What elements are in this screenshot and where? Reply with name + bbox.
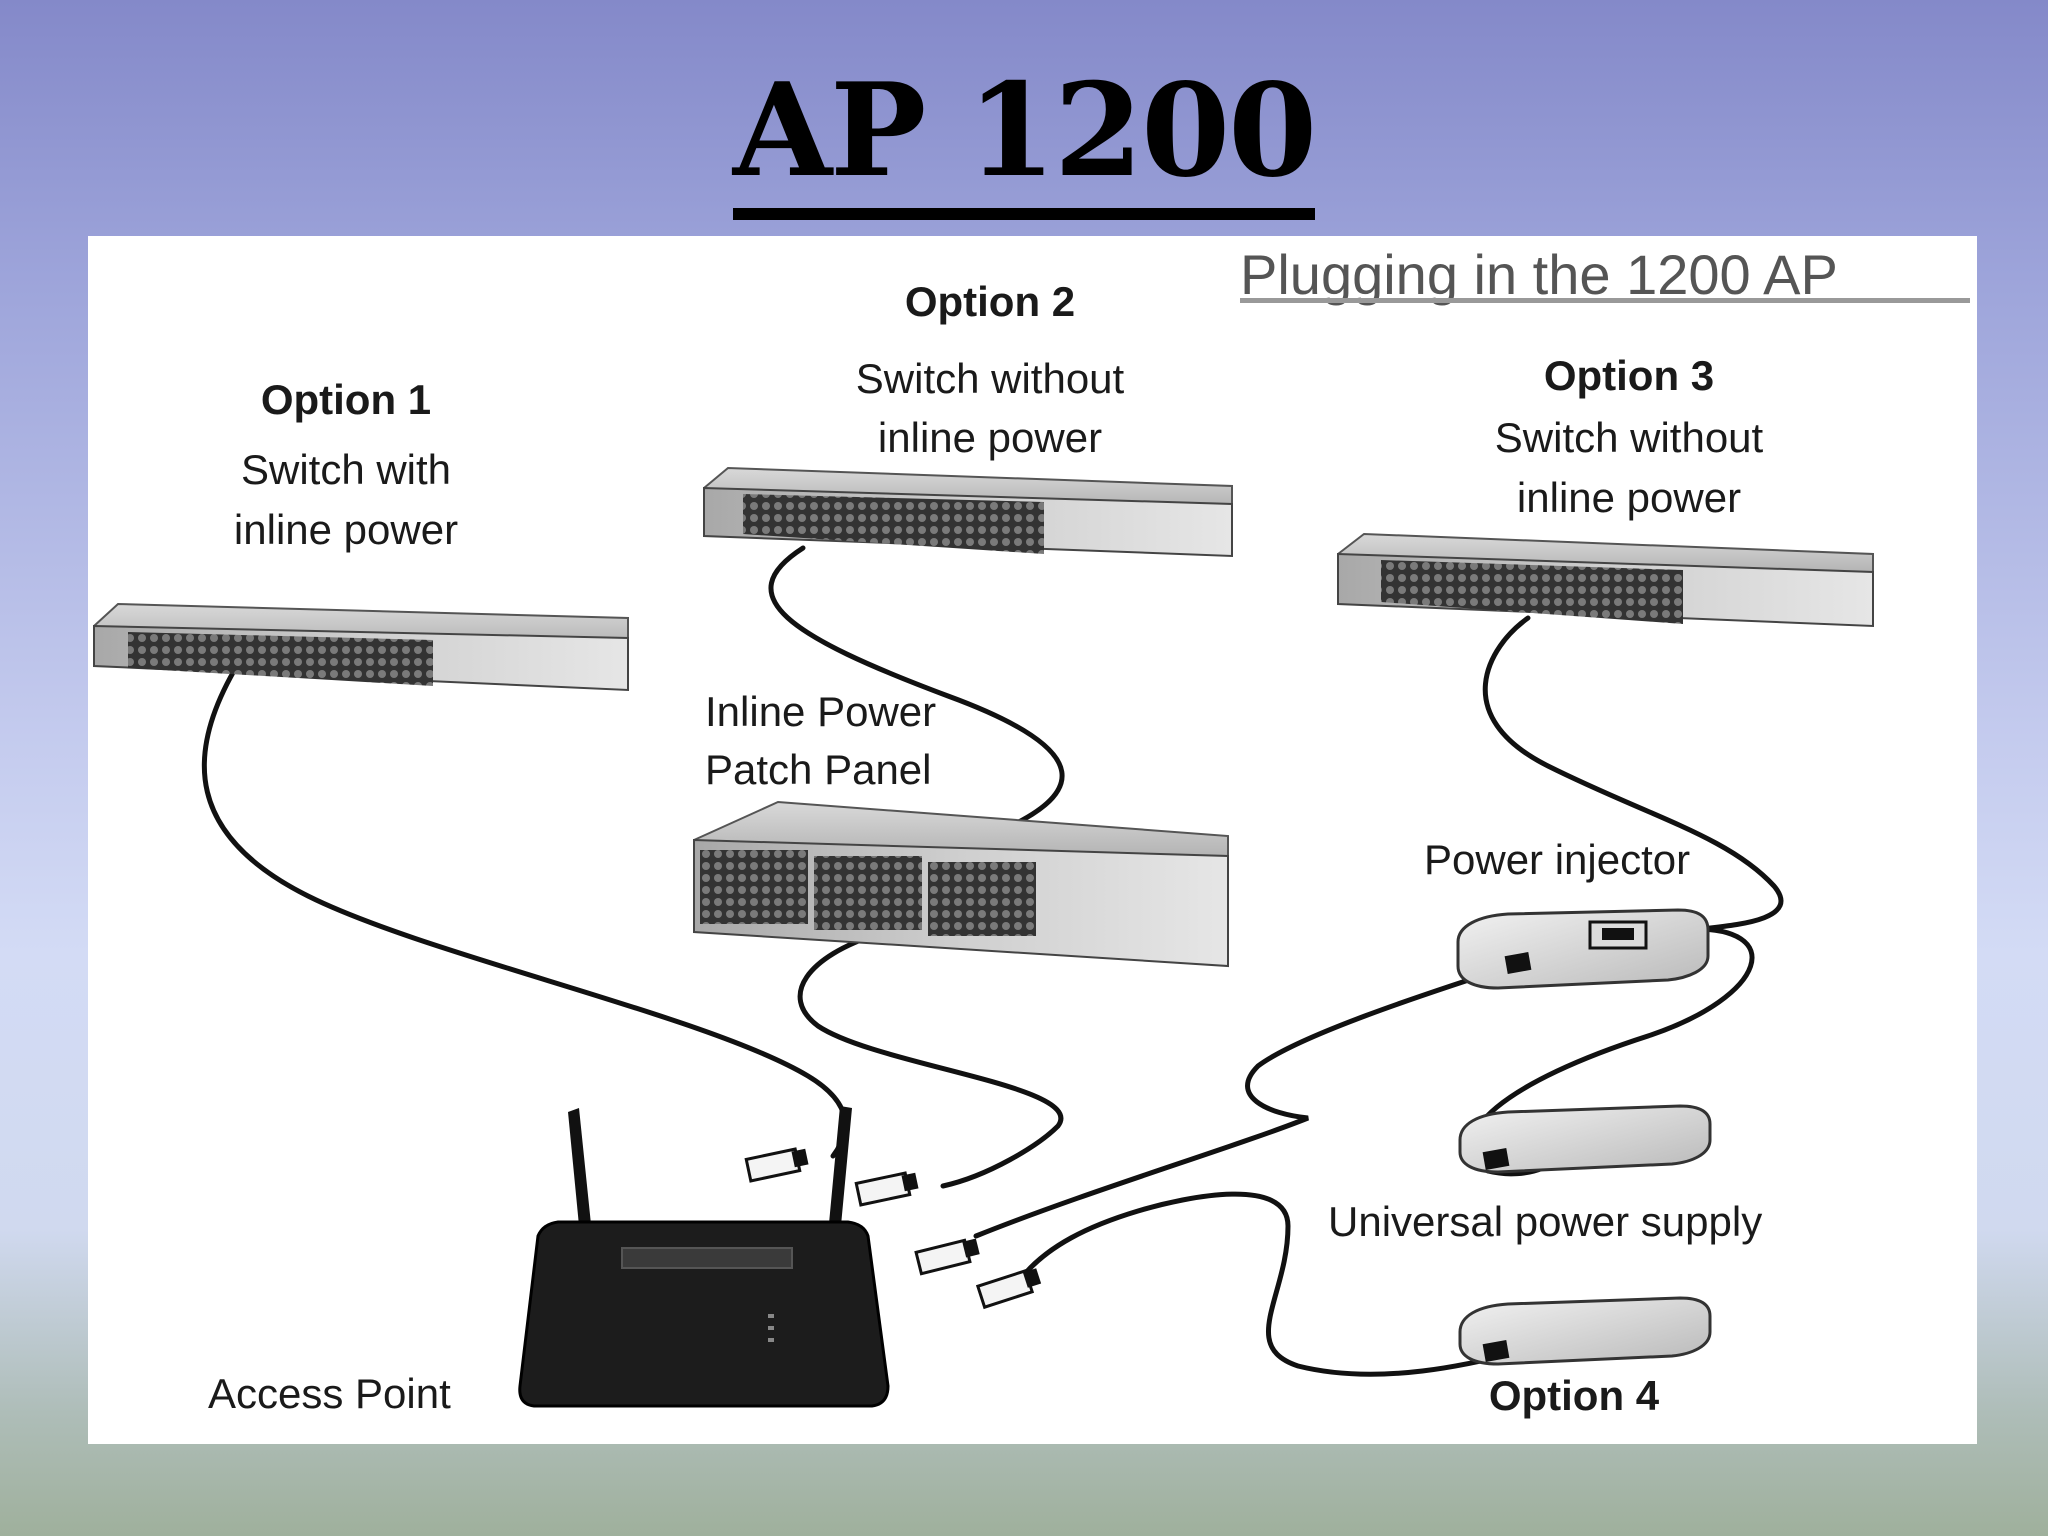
patch-panel-label-line2: Patch Panel [705, 746, 932, 793]
rj45-plug-1 [744, 1147, 809, 1183]
switch-option3 [1337, 532, 1874, 628]
switch-option1 [93, 602, 629, 692]
power-injector-label: Power injector [1424, 836, 1690, 883]
option2-desc-line2: inline power [878, 414, 1102, 461]
cable-option3-ap [973, 961, 1521, 1239]
diagram-heading-underline [1240, 298, 1970, 303]
cables [201, 545, 1784, 1377]
option3-title: Option 3 [1544, 352, 1714, 399]
patch-panel-label-line1: Inline Power [705, 688, 936, 735]
rj45-plugs [744, 1147, 1042, 1310]
option1-title: Option 1 [261, 376, 431, 423]
cable-option4 [1020, 1191, 1546, 1377]
option1-desc-line2: inline power [234, 506, 458, 553]
cable-option3-switch [1482, 615, 1784, 934]
switch-option2 [703, 466, 1233, 558]
network-diagram: Plugging in the 1200 AP [93, 243, 1970, 1419]
option1-desc-line1: Switch with [241, 446, 451, 493]
universal-power-supply-label: Universal power supply [1328, 1198, 1762, 1245]
cable-option2-ap [797, 931, 1064, 1189]
option4-title: Option 4 [1489, 1372, 1660, 1419]
rj45-plug-3 [914, 1238, 980, 1276]
option4-power-supply [1458, 1296, 1712, 1366]
access-point-label: Access Point [208, 1370, 451, 1417]
access-point [518, 1106, 890, 1408]
diagram-heading: Plugging in the 1200 AP [1240, 243, 1838, 306]
inline-power-patch-panel [693, 800, 1229, 968]
option3-desc-line2: inline power [1517, 474, 1741, 521]
universal-power-supply [1458, 1104, 1712, 1174]
diagram-panel: Plugging in the 1200 AP [88, 236, 1977, 1444]
cable-option1 [201, 661, 848, 1159]
option2-title: Option 2 [905, 278, 1075, 325]
option2-desc-line1: Switch without [856, 355, 1125, 402]
rj45-plug-4 [975, 1268, 1042, 1310]
slide-title: AP 1200 [0, 56, 2048, 220]
power-injector [1456, 908, 1710, 990]
option3-desc-line1: Switch without [1495, 414, 1764, 461]
slide-title-text: AP 1200 [732, 56, 1317, 220]
rj45-plug-2 [854, 1171, 919, 1207]
